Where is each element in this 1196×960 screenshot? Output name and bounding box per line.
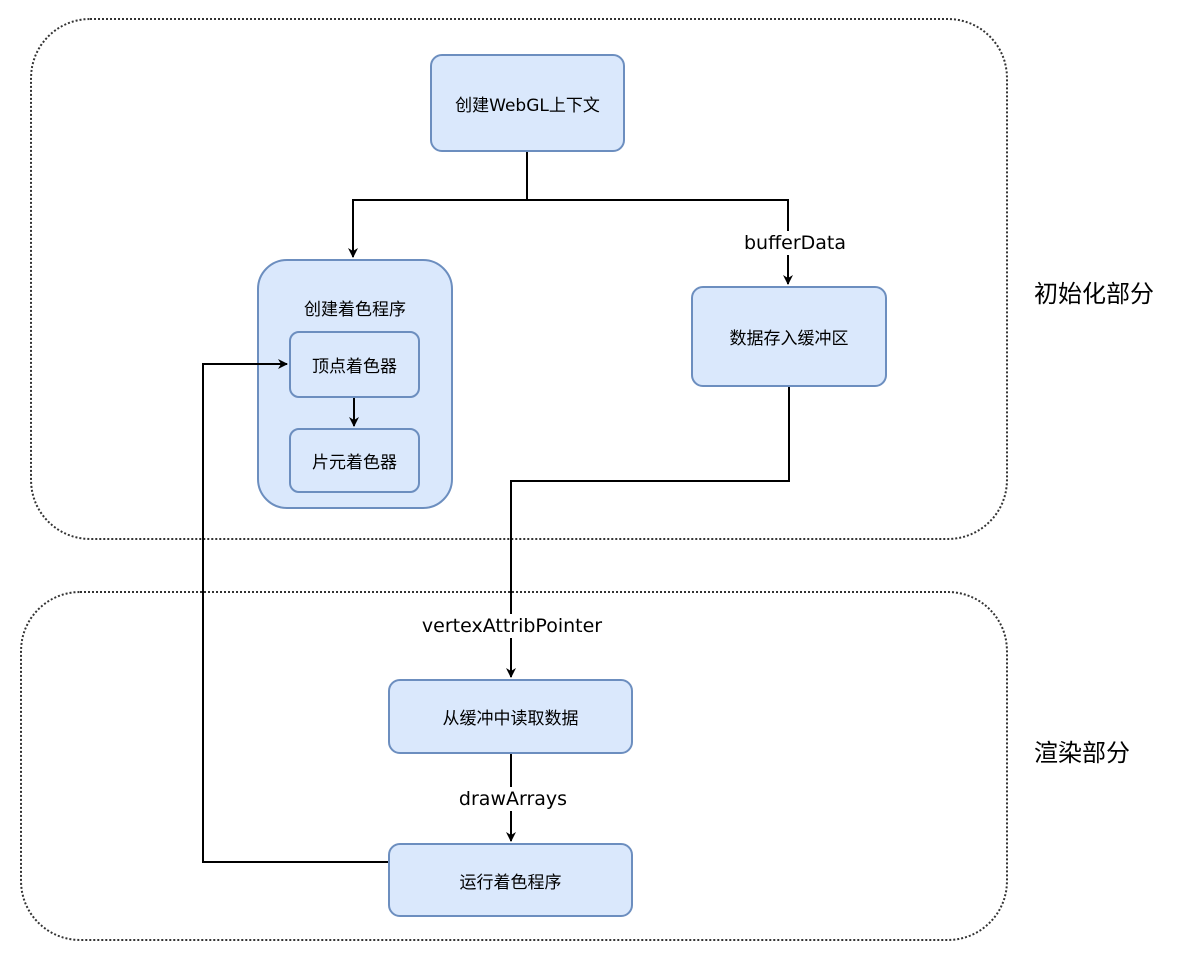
edge-label-vertex-attrib-pointer: vertexAttribPointer — [418, 614, 606, 638]
fragment-shader-node[interactable]: 片元着色器 — [289, 428, 420, 493]
edge-buffer-to-read — [506, 387, 790, 678]
store-buffer-node[interactable]: 数据存入缓冲区 — [691, 286, 887, 387]
edge-label-draw-arrays: drawArrays — [455, 787, 571, 811]
create-program-title: 创建着色程序 — [304, 300, 406, 320]
run-program-node[interactable]: 运行着色程序 — [388, 843, 633, 917]
edge-label-buffer-data: bufferData — [740, 231, 850, 255]
vertex-shader-node[interactable]: 顶点着色器 — [289, 331, 420, 398]
edge-context-to-buffer — [527, 199, 793, 285]
init-group-label: 初始化部分 — [1034, 280, 1154, 308]
create-context-node[interactable]: 创建WebGL上下文 — [430, 54, 625, 152]
render-group-frame — [20, 591, 1008, 941]
edge-context-to-program — [348, 152, 528, 258]
edge-run-to-vertex — [202, 359, 388, 863]
render-group-label: 渲染部分 — [1034, 739, 1130, 767]
init-group-frame — [30, 18, 1008, 540]
read-buffer-node[interactable]: 从缓冲中读取数据 — [388, 679, 633, 754]
